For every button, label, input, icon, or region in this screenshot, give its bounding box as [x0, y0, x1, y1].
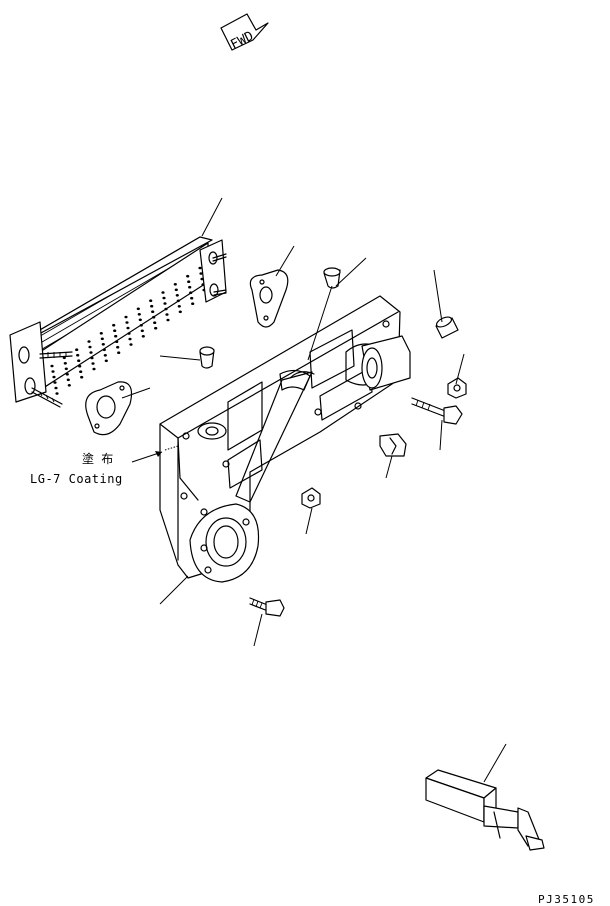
cooler-hole — [127, 332, 131, 335]
cooler-hole — [66, 378, 70, 382]
cooler-hole — [187, 280, 191, 284]
cooler-hole — [198, 266, 202, 270]
cooler-hole — [154, 326, 158, 330]
cooler-hole — [51, 370, 55, 373]
nut-center — [301, 487, 321, 509]
cooler-hole — [116, 345, 120, 349]
coating-note-english: LG-7 Coating — [30, 472, 123, 486]
cooler-hole — [87, 340, 91, 343]
special-tool — [425, 769, 545, 851]
cooler-hole — [88, 345, 92, 349]
cooler-hole — [77, 359, 81, 363]
cooler-hole — [140, 329, 144, 333]
cooler-hole — [174, 288, 178, 292]
cooler-hole — [191, 302, 195, 306]
cooler-hole — [117, 351, 121, 355]
cooler-hole — [126, 326, 130, 330]
cooler-hole — [177, 305, 181, 308]
cooler-hole — [162, 296, 166, 300]
cooler-hole — [163, 302, 167, 305]
cooler-hole — [53, 381, 57, 384]
cooler-hole — [190, 296, 194, 300]
cooler-hole — [138, 318, 142, 322]
cooler-hole — [50, 364, 54, 368]
plug-right — [435, 316, 459, 339]
cooler-hole — [89, 351, 93, 354]
leader-lines — [121, 197, 507, 783]
cooler-hole — [54, 386, 58, 390]
cooler-fins — [50, 266, 206, 395]
cooler-hole — [137, 313, 141, 316]
cooler-hole — [199, 272, 203, 275]
cooler-hole — [79, 370, 83, 374]
cooler-hole — [186, 274, 190, 278]
cooler-hole — [152, 315, 156, 319]
cooler-hole — [188, 285, 192, 289]
cooler-hole — [166, 318, 170, 322]
cooler-hole — [100, 337, 104, 341]
cooler-hole — [75, 348, 79, 352]
drawing-code: PJ35105 — [538, 893, 595, 906]
bolt-right — [411, 397, 463, 425]
cooler-hole — [139, 324, 143, 327]
cooler-hole — [101, 343, 105, 346]
cooler-hole — [114, 334, 118, 338]
cooler-hole — [78, 364, 82, 368]
cooler-hole — [189, 291, 193, 295]
fwd-arrow-icon: FWD — [220, 13, 269, 53]
cooler-hole — [112, 323, 116, 327]
oil-cooler-cover — [159, 295, 411, 583]
cooler-hole — [99, 332, 103, 335]
cooler-hole — [141, 335, 145, 338]
fitting-center — [379, 433, 407, 457]
cooler-hole — [63, 362, 67, 365]
fwd-label: FWD — [228, 29, 256, 53]
cooler-hole — [67, 384, 71, 387]
cooler-hole — [65, 373, 69, 376]
gasket-lower — [85, 381, 133, 436]
cooler-hole — [92, 367, 96, 371]
cooler-hole — [104, 359, 108, 363]
gasket-upper — [249, 269, 289, 328]
cooler-hole — [128, 337, 132, 341]
plug-upper — [323, 267, 341, 289]
cooler-hole — [175, 294, 179, 297]
oil-cooler-core — [9, 236, 227, 408]
cooler-hole — [153, 321, 157, 325]
cooler-hole — [62, 356, 66, 360]
coating-note-japanese: 塗 布 — [82, 451, 113, 466]
cooler-hole — [80, 375, 84, 379]
cooler-hole — [165, 313, 169, 316]
cooler-hole — [76, 353, 80, 357]
cooler-hole — [149, 299, 153, 303]
plug-left — [199, 346, 215, 369]
bolt-bottom — [249, 597, 285, 617]
cooler-hole — [124, 315, 128, 319]
cooler-hole — [90, 356, 94, 360]
cooler-hole — [103, 354, 107, 357]
cooler-hole — [91, 362, 95, 365]
cooler-hole — [52, 375, 56, 379]
cooler-hole — [176, 299, 180, 303]
cooler-hole — [125, 321, 129, 324]
cooler-hole — [113, 329, 117, 333]
cooler-hole — [173, 283, 177, 286]
cooler-hole — [136, 307, 140, 311]
cooler-hole — [115, 340, 119, 344]
cooler-hole — [164, 307, 168, 311]
cooler-hole — [55, 392, 59, 395]
cooler-hole — [102, 348, 106, 352]
cooler-hole — [150, 304, 154, 308]
cooler-hole — [161, 291, 165, 294]
cooler-hole — [178, 310, 182, 314]
cooler-hole — [151, 310, 155, 314]
cooler-hole — [64, 367, 68, 371]
cooler-hole — [129, 343, 133, 346]
